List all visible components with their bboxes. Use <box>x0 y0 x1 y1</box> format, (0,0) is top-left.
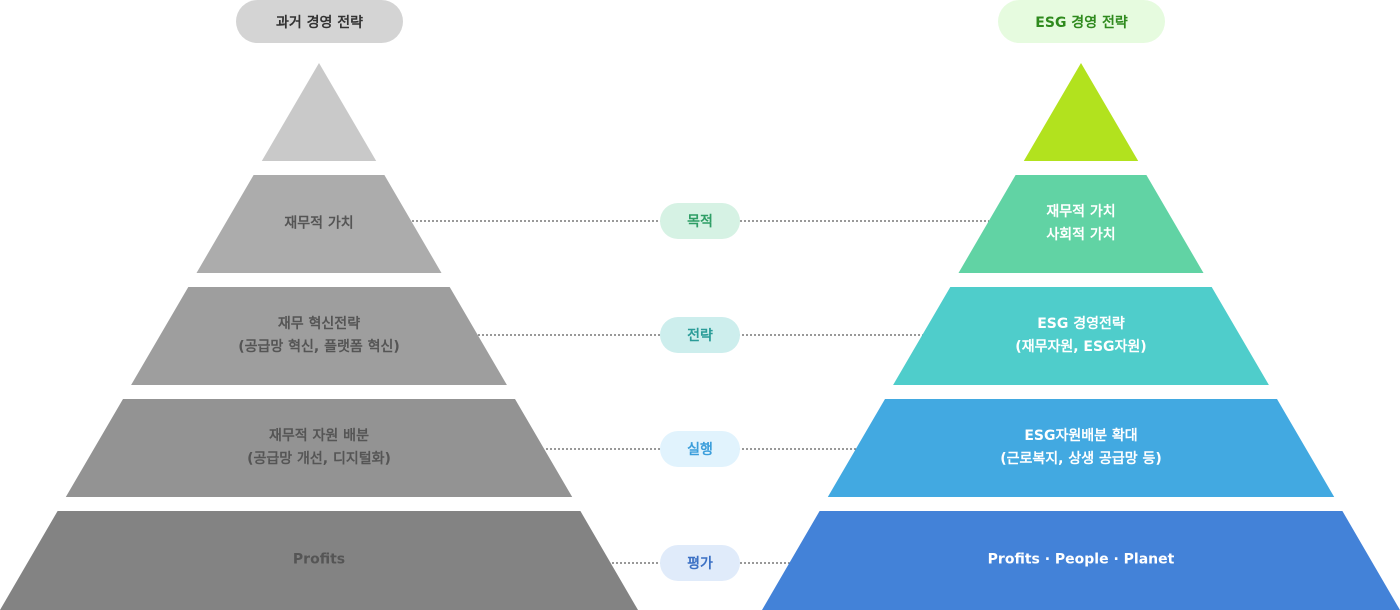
left-level-1-label: 재무적 가치 <box>284 215 354 232</box>
left-level-4-label: Profits <box>292 551 346 568</box>
right-pyramid-level-4 <box>762 511 1400 610</box>
left-pyramid-level-4 <box>0 511 638 610</box>
right-level-2-label: ESG 경영전략 (재무자원, ESG자원) <box>1015 316 1147 355</box>
left-pyramid-level-1 <box>196 175 442 273</box>
right-pyramid-level-2 <box>893 287 1269 385</box>
right-pyramid-level-3 <box>827 399 1335 497</box>
left-pyramid-apex <box>261 63 377 161</box>
stage-badge-evaluation: 평가 <box>660 545 740 581</box>
right-pyramid-level-1 <box>958 175 1204 273</box>
right-title-badge: ESG 경영 전략 <box>998 0 1165 43</box>
left-title-badge: 과거 경영 전략 <box>236 0 403 43</box>
left-level-2-label: 재무 혁신전략 (공급망 혁신, 플랫폼 혁신) <box>238 316 400 355</box>
left-level-3-label: 재무적 자원 배분 (공급망 개선, 디지털화) <box>247 428 391 467</box>
stage-badge-strategy: 전략 <box>660 317 740 353</box>
stage-badge-execution: 실행 <box>660 431 740 467</box>
right-level-1-label: 재무적 가치 사회적 가치 <box>1046 204 1116 243</box>
right-level-3-label: ESG자원배분 확대 (근로복지, 상생 공급망 등) <box>1000 428 1162 467</box>
right-level-4-label: Profits · People · Planet <box>987 551 1175 568</box>
right-pyramid-apex <box>1023 63 1139 161</box>
stage-badge-purpose: 목적 <box>660 203 740 239</box>
left-pyramid-level-2 <box>131 287 507 385</box>
left-pyramid-level-3 <box>65 399 573 497</box>
